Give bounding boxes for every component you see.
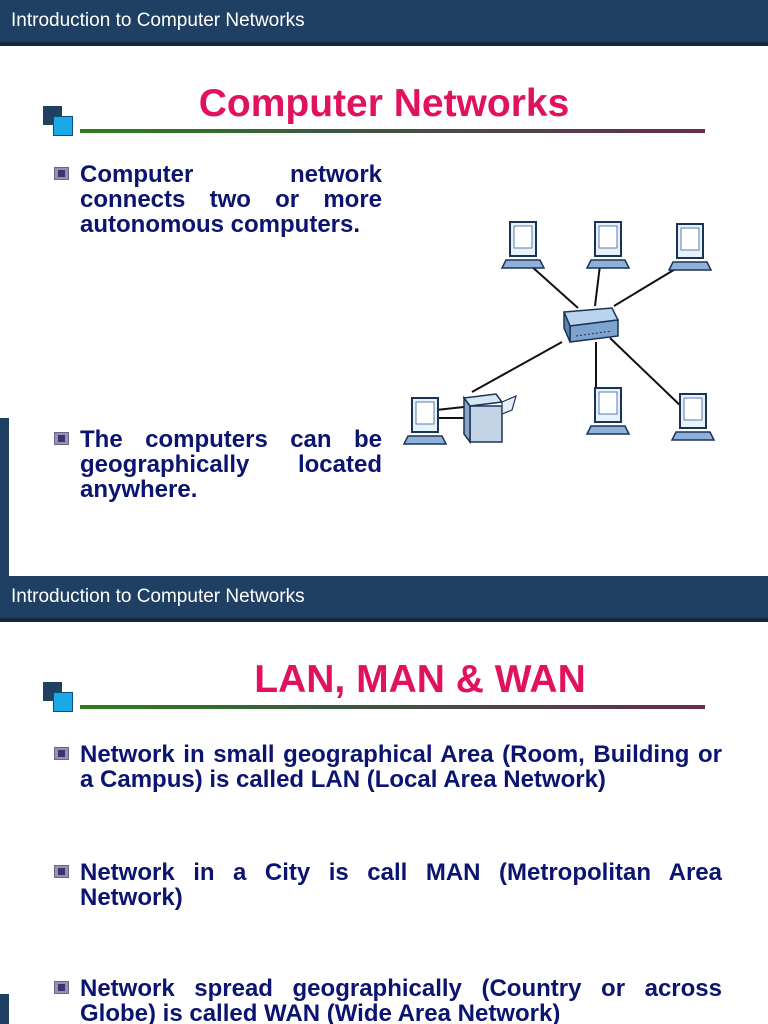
bullet-text: Network in a City is call MAN (Metropoli… bbox=[80, 859, 722, 911]
slide-2: Introduction to Computer Networks LAN, M… bbox=[0, 576, 768, 1024]
slide-title: LAN, MAN & WAN bbox=[254, 658, 586, 701]
network-switch-icon bbox=[562, 307, 620, 343]
bullet-icon bbox=[54, 747, 69, 760]
left-accent-bar bbox=[0, 418, 9, 576]
bullet-icon bbox=[54, 981, 69, 994]
bullet-text: The computers can be geographically loca… bbox=[80, 426, 382, 503]
slide-title: Computer Networks bbox=[198, 82, 570, 125]
bullet-icon bbox=[54, 167, 69, 180]
computer-icon bbox=[585, 387, 631, 435]
title-rule bbox=[80, 129, 705, 133]
network-links bbox=[435, 264, 686, 419]
bullet-text: Network in small geographical Area (Room… bbox=[80, 741, 722, 793]
bullet-text: Network spread geographically (Country o… bbox=[80, 975, 722, 1024]
bullet-icon bbox=[54, 865, 69, 878]
slide-header: Introduction to Computer Networks bbox=[0, 576, 768, 622]
computer-icon bbox=[667, 223, 713, 271]
left-accent-bar bbox=[0, 994, 9, 1024]
slide-1: Introduction to Computer Networks Comput… bbox=[0, 0, 768, 576]
computer-icon bbox=[585, 221, 631, 269]
computer-icon bbox=[402, 397, 448, 445]
title-rule bbox=[80, 705, 705, 709]
deco-squares-icon bbox=[43, 682, 75, 714]
server-icon bbox=[462, 393, 517, 445]
slide-header: Introduction to Computer Networks bbox=[0, 0, 768, 46]
bullet-text: Computer network connects two or more au… bbox=[80, 161, 382, 238]
network-diagram bbox=[402, 221, 716, 445]
bullet-icon bbox=[54, 432, 69, 445]
deco-squares-icon bbox=[43, 106, 75, 138]
computer-icon bbox=[500, 221, 546, 269]
computer-icon bbox=[670, 393, 716, 441]
